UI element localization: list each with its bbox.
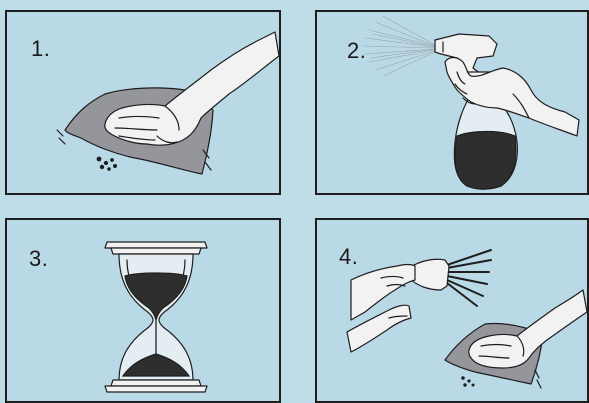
rinse-and-wipe-icon xyxy=(346,249,587,389)
spray-bottle-icon xyxy=(362,15,580,190)
step-number: 2. xyxy=(347,38,367,63)
wipe-dust-icon xyxy=(56,31,279,175)
step-panel-1: 1. xyxy=(5,10,281,195)
step-panel-3: 3. xyxy=(5,218,281,403)
hourglass-icon xyxy=(104,241,208,393)
step-panel-2: 2. xyxy=(315,10,589,195)
step-number: 1. xyxy=(31,36,51,61)
step-panel-4: 4. xyxy=(315,218,589,403)
step-number: 4. xyxy=(339,244,359,269)
step-number: 3. xyxy=(29,246,49,271)
